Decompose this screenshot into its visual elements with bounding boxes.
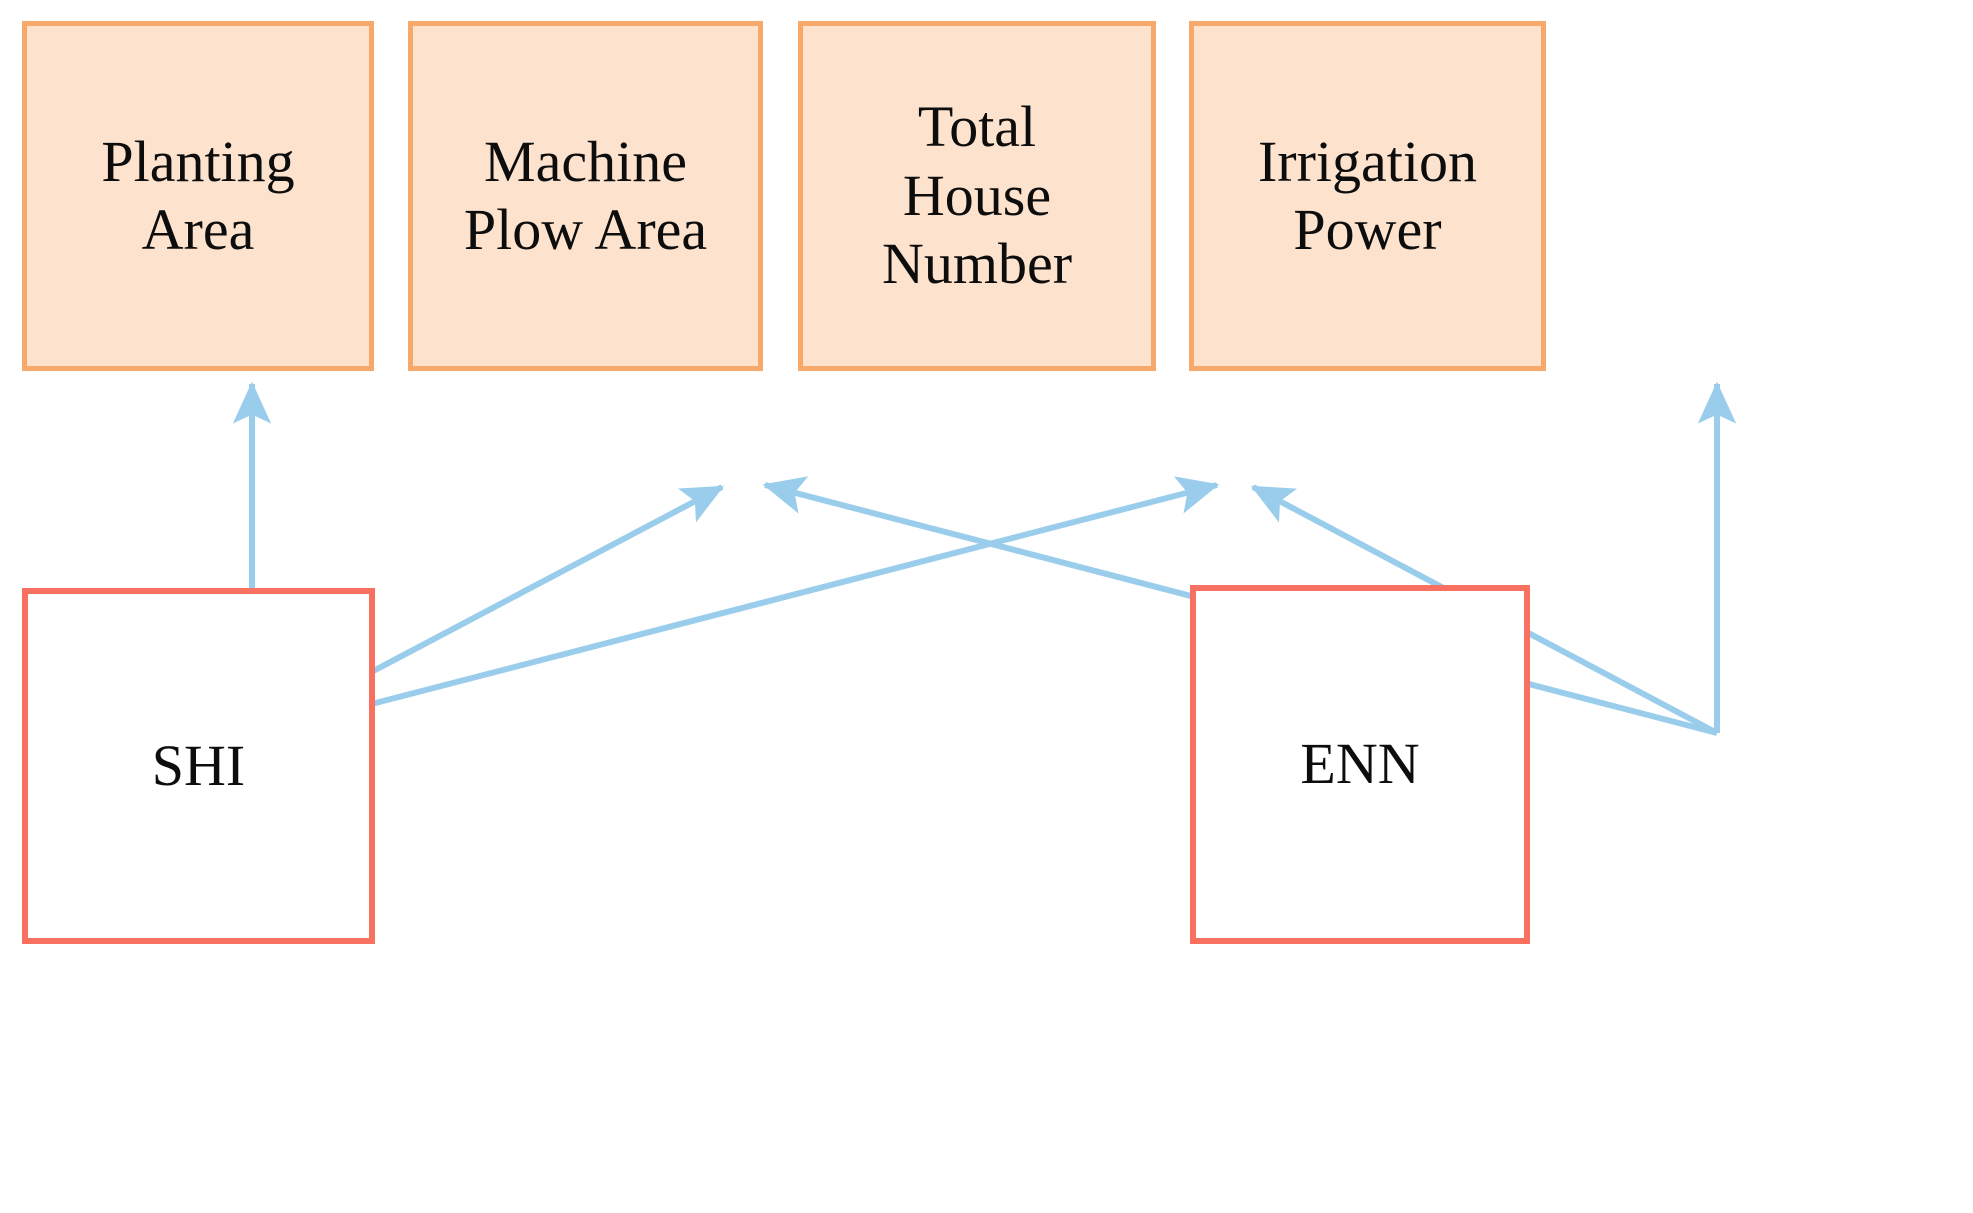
node-machine-plow-area-label: Machine Plow Area bbox=[463, 128, 708, 262]
node-enn[interactable]: ENN bbox=[1190, 585, 1530, 944]
node-irrigation-power-label: Irrigation Power bbox=[1257, 128, 1478, 262]
node-planting-area-label: Planting Area bbox=[101, 128, 295, 262]
node-total-house-number[interactable]: Total House Number bbox=[798, 21, 1156, 371]
edge-shi-to-total-house-number bbox=[251, 476, 1220, 738]
node-irrigation-power[interactable]: Irrigation Power bbox=[1189, 21, 1546, 371]
node-shi[interactable]: SHI bbox=[22, 588, 375, 944]
node-machine-plow-area[interactable]: Machine Plow Area bbox=[408, 21, 763, 371]
node-shi-label: SHI bbox=[151, 732, 246, 798]
node-total-house-number-label: Total House Number bbox=[881, 94, 1073, 297]
node-planting-area[interactable]: Planting Area bbox=[22, 21, 374, 371]
node-enn-label: ENN bbox=[1300, 731, 1420, 797]
